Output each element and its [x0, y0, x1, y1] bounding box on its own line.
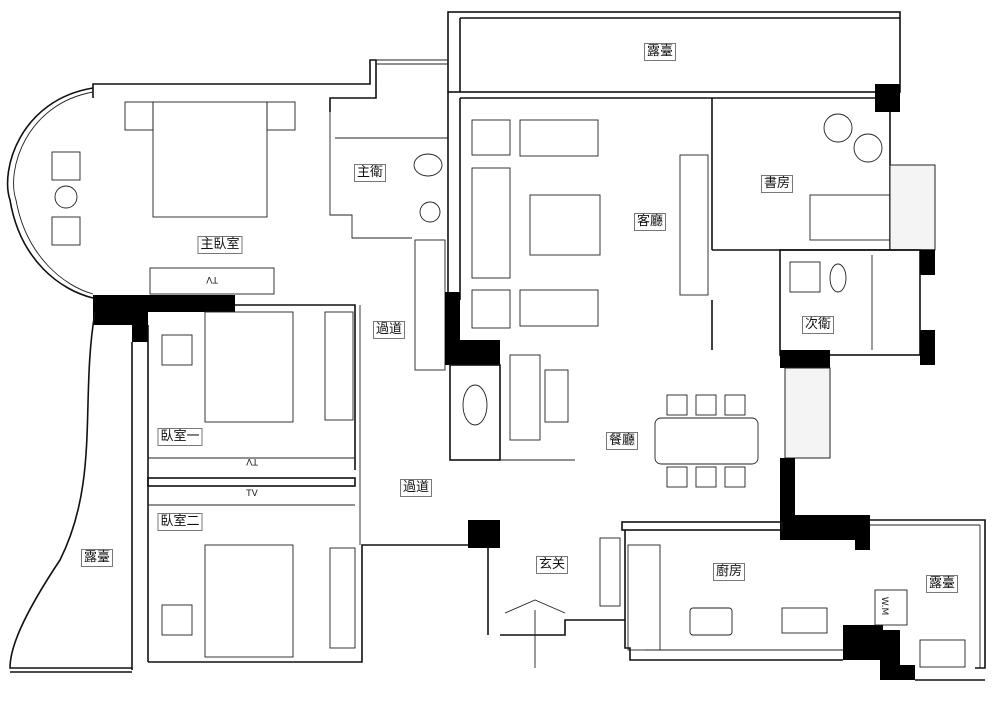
room-label-kitchen: 廚房 — [712, 563, 746, 581]
stone-strip — [889, 164, 936, 251]
tv-label-bedroom-1: TV — [246, 456, 258, 466]
room-label-study: 書房 — [760, 175, 794, 193]
room-label-corridor-1: 過道 — [372, 321, 406, 339]
room-label-entrance: 玄关 — [535, 556, 569, 574]
room-label-second-bath: 次衛 — [801, 316, 835, 334]
room-label-balcony-left: 露臺 — [80, 549, 114, 567]
stone-strip-2 — [784, 367, 831, 459]
room-label-bedroom-2: 臥室二 — [157, 513, 203, 531]
room-label-dining-room: 餐廳 — [605, 432, 639, 450]
furniture — [51, 101, 966, 668]
tv-label-bedroom-2: TV — [246, 489, 258, 499]
washing-machine-label: W.M — [879, 596, 889, 616]
room-label-living-room: 客廳 — [633, 213, 667, 231]
room-label-master-bath: 主衛 — [353, 164, 387, 182]
dining-table — [654, 417, 759, 465]
bed-1 — [204, 311, 294, 423]
walls — [6, 11, 986, 681]
room-label-balcony-right: 露臺 — [925, 575, 959, 593]
room-label-balcony-top: 露臺 — [643, 43, 677, 61]
room-label-master-bedroom: 主臥室 — [197, 236, 243, 254]
room-label-corridor-2: 過道 — [399, 479, 433, 497]
bed-2 — [204, 544, 294, 658]
master-bed — [152, 101, 268, 218]
room-label-bedroom-1: 臥室一 — [157, 428, 203, 446]
tv-label-master: TV — [206, 274, 218, 284]
